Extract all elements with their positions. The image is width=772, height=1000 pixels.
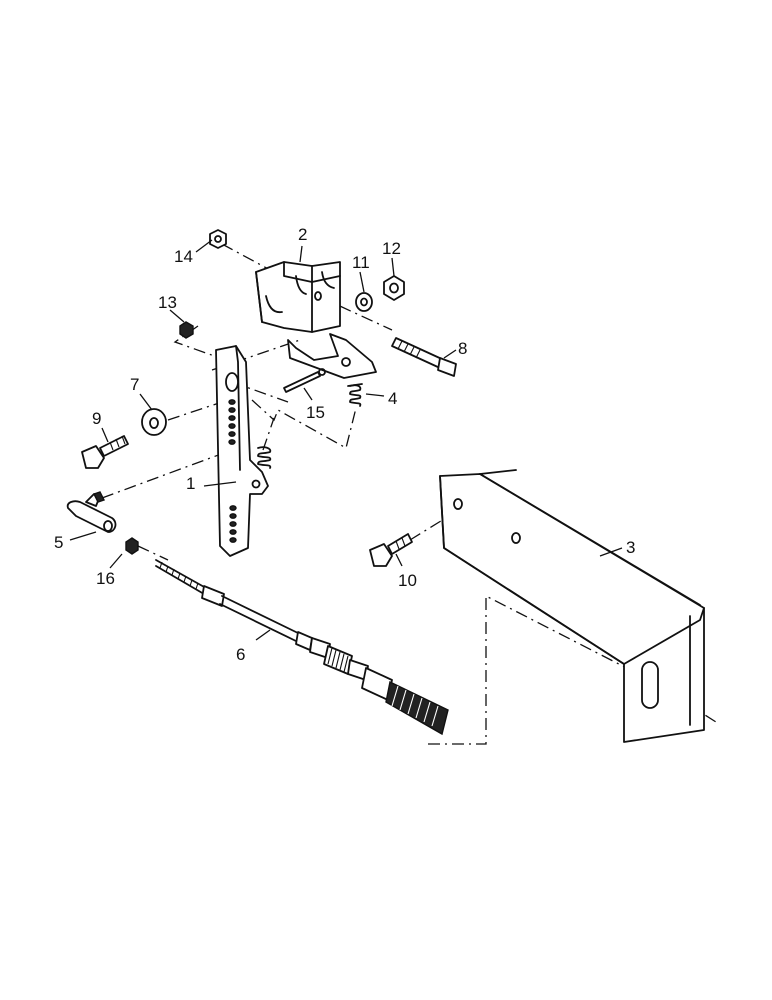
callout-4: 4 xyxy=(388,389,397,408)
bolt-part-9 xyxy=(81,435,129,469)
callout-9: 9 xyxy=(92,409,101,428)
cable-part-6 xyxy=(155,559,449,736)
spring-part-4-lower xyxy=(257,446,272,469)
callout-8: 8 xyxy=(458,339,467,358)
callout-3: 3 xyxy=(626,538,635,557)
callout-12: 12 xyxy=(382,239,401,258)
callout-13: 13 xyxy=(158,293,177,312)
mounting-plate xyxy=(287,333,377,379)
callout-10: 10 xyxy=(398,571,417,590)
ball-joint-part-5 xyxy=(66,491,117,533)
bolt-part-10 xyxy=(369,533,413,567)
callout-14: 14 xyxy=(174,247,193,266)
nut-part-13 xyxy=(179,321,194,339)
nut-part-12 xyxy=(383,275,405,301)
callout-15: 15 xyxy=(306,403,325,422)
callout-labels: 1 2 3 4 5 6 7 8 9 10 11 12 13 14 15 16 xyxy=(54,225,635,664)
clamp-block-part-2 xyxy=(255,261,341,333)
spring-part-4-upper xyxy=(347,383,363,407)
bolt-part-8 xyxy=(391,337,457,377)
callout-5: 5 xyxy=(54,533,63,552)
nut-part-16 xyxy=(125,537,139,555)
callout-1: 1 xyxy=(186,474,195,493)
bracket-part-3 xyxy=(439,469,705,743)
pin-part-15 xyxy=(283,371,321,393)
callout-11: 11 xyxy=(352,253,370,272)
leader-lines xyxy=(69,239,623,641)
washer-part-11 xyxy=(355,292,373,312)
washer-part-7 xyxy=(141,408,167,436)
nut-part-14 xyxy=(209,229,227,249)
lever-arm-part-1 xyxy=(215,345,269,557)
callout-16: 16 xyxy=(96,569,115,588)
callout-6: 6 xyxy=(236,645,245,664)
callout-7: 7 xyxy=(130,375,139,394)
callout-2: 2 xyxy=(298,225,307,244)
lever-holes xyxy=(228,399,237,543)
